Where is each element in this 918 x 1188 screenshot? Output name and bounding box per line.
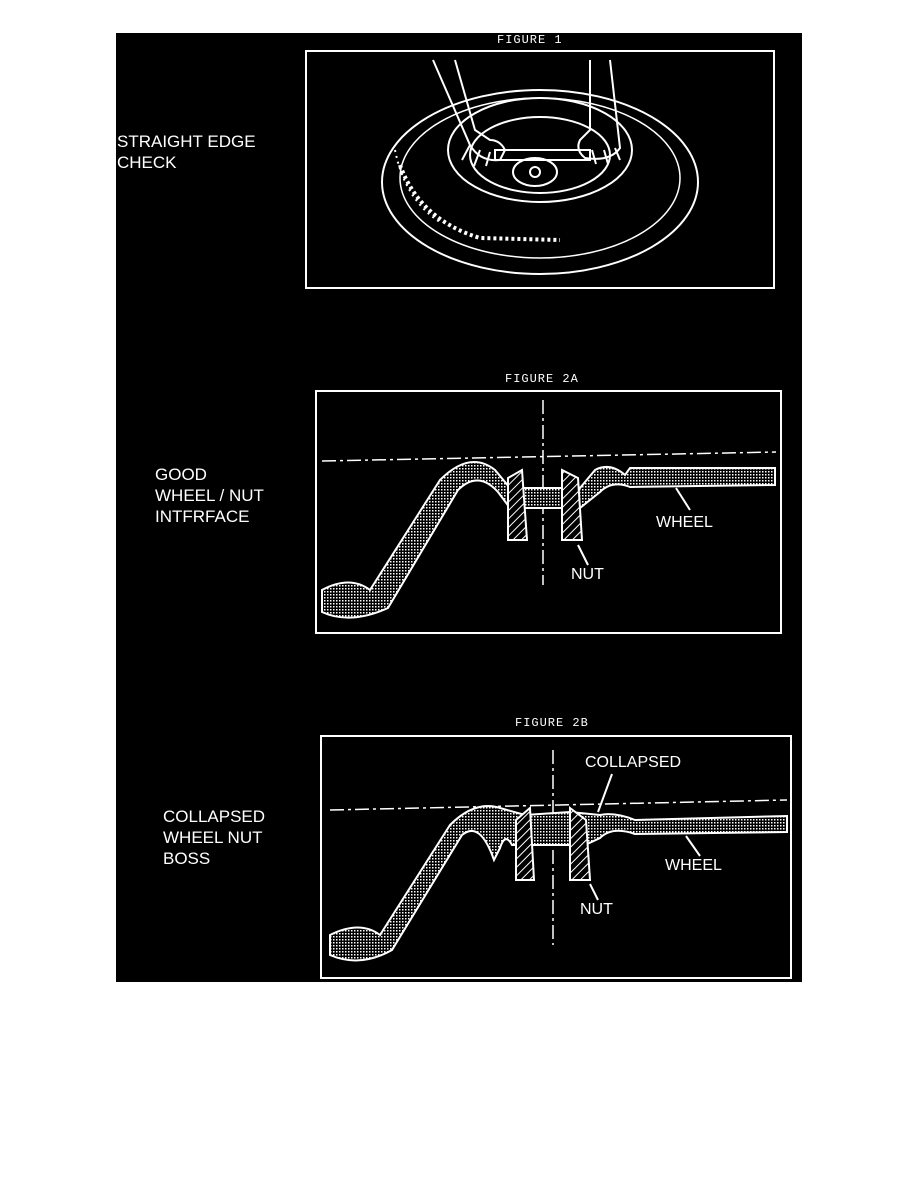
figure-2b-side-label: COLLAPSED WHEEL NUT BOSS [163, 806, 265, 869]
side-label-line: GOOD [155, 465, 207, 484]
figure-1-caption: FIGURE 1 [497, 33, 563, 47]
side-label-line: INTFRFACE [155, 507, 250, 526]
side-label-line: WHEEL / NUT [155, 486, 264, 505]
figure-2a-caption: FIGURE 2A [505, 372, 579, 386]
side-label-line: COLLAPSED [163, 807, 266, 826]
figure-1-frame [305, 50, 775, 289]
figure-2b-caption: FIGURE 2B [515, 716, 589, 730]
figure-1-side-label: STRAIGHT EDGE CHECK [117, 131, 256, 173]
figure-2a-side-label: GOOD WHEEL / NUT INTFRFACE [155, 464, 264, 527]
side-label-line: WHEEL NUT [163, 828, 263, 847]
side-label-line: STRAIGHT EDGE [117, 132, 256, 151]
side-label-line: BOSS [163, 849, 211, 868]
side-label-line: CHECK [117, 153, 177, 172]
figure-2b-frame [320, 735, 792, 979]
figure-2a-frame [315, 390, 782, 634]
